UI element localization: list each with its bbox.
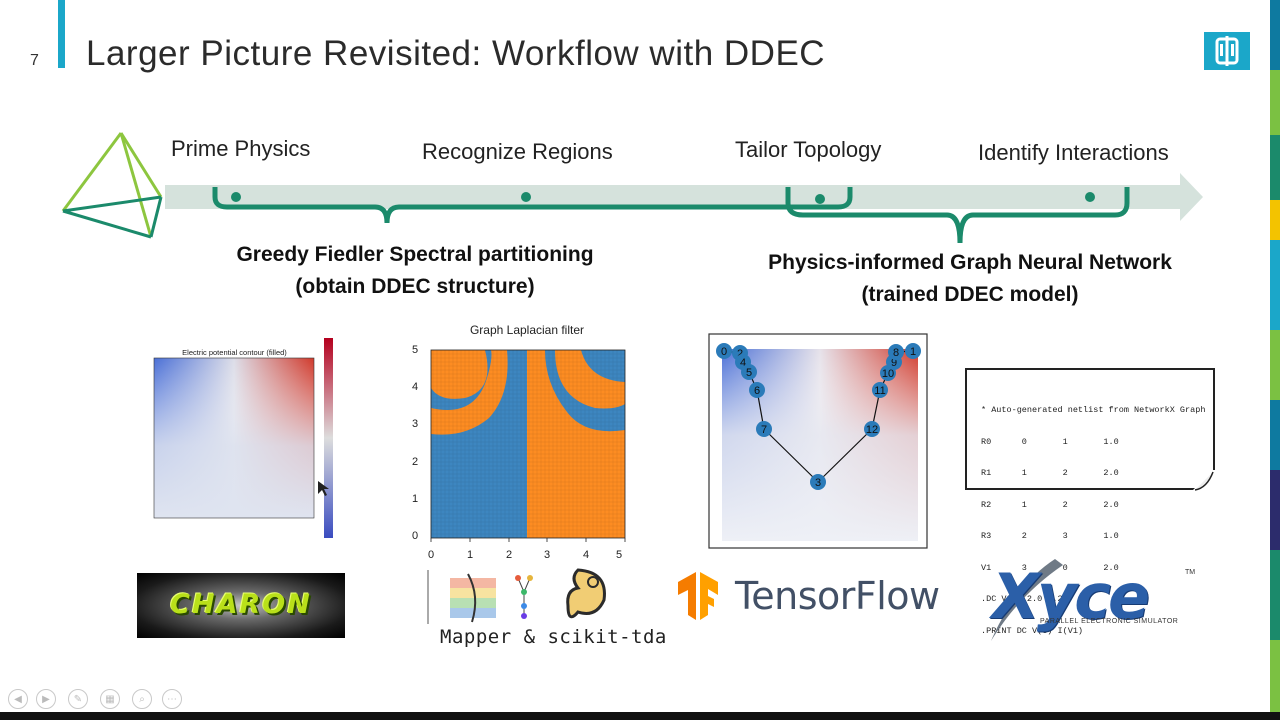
netlist-line: * Auto-generated netlist from NetworkX G… <box>981 405 1206 415</box>
laplacian-x-tick-5: 5 <box>616 549 623 561</box>
pen-tool-button[interactable]: ✎ <box>68 689 88 709</box>
caption-gnn-line2: (trained DDEC model) <box>861 283 1079 306</box>
slide-overview-button[interactable]: ▦ <box>100 689 120 709</box>
graph-node <box>905 343 921 359</box>
stage-tailor-topology: Tailor Topology <box>735 137 882 162</box>
netlist-line: R3 2 3 1.0 <box>981 531 1119 541</box>
netlist-line: R1 1 2 2.0 <box>981 468 1119 478</box>
caption-gnn: Physics-informed Graph Neural Network (t… <box>725 247 1215 311</box>
zoom-button[interactable]: ⌕ <box>132 689 152 709</box>
caption-gnn-line1: Physics-informed Graph Neural Network <box>768 251 1172 274</box>
graph-node <box>864 421 880 437</box>
xyce-trademark: TM <box>1185 569 1196 576</box>
graph-edge <box>763 428 819 483</box>
workflow-arrow-diagram <box>61 132 1203 244</box>
netlist-line: R0 0 1 1.0 <box>981 436 1119 447</box>
graph-node <box>749 382 765 398</box>
laplacian-x-tick-3: 3 <box>544 549 551 561</box>
graph-node <box>888 344 904 360</box>
side-color-strip <box>1270 0 1280 720</box>
laplacian-y-tick-3: 3 <box>412 418 419 430</box>
mapper-scikit-tda-logo <box>427 568 606 624</box>
laplacian-x-tick-4: 4 <box>583 549 590 561</box>
netlist-line: R2 1 2 2.0 <box>981 499 1119 510</box>
graph-node-label: 0 <box>721 346 727 358</box>
spice-netlist: * Auto-generated netlist from NetworkX G… <box>965 368 1215 636</box>
laplacian-y-tick-4: 4 <box>412 381 419 393</box>
charon-logo-text: CHARON <box>170 589 312 620</box>
title-accent-bar <box>58 0 65 68</box>
graph-node <box>756 421 772 437</box>
stage-recognize-regions: Recognize Regions <box>422 139 613 164</box>
laplacian-x-tick-1: 1 <box>467 549 474 561</box>
graph-laplacian-filter-plot <box>430 349 626 542</box>
xyce-wordmark: Xyce <box>992 560 1150 633</box>
tensorflow-icon <box>678 572 718 620</box>
graph-node-label: 12 <box>866 424 878 436</box>
graph-node-label: 6 <box>754 385 760 397</box>
graph-node-label: 1 <box>910 346 916 358</box>
laplacian-x-ticks <box>430 538 626 542</box>
netlist-line: V1 3 0 2.0 <box>981 562 1119 573</box>
brace-spectral <box>212 187 853 224</box>
brace-gnn <box>785 187 1130 244</box>
netlist-page-curl-icon <box>1193 470 1215 492</box>
graph-node-label: 11 <box>874 385 885 397</box>
prev-slide-button[interactable]: ◀ <box>8 689 28 709</box>
graph-node-label: 9 <box>891 357 897 369</box>
stage-dot-identify-interactions <box>1085 192 1095 202</box>
graph-node-label: 10 <box>882 368 894 380</box>
graph-node-label: 8 <box>893 347 899 359</box>
graph-node-label: 5 <box>746 367 752 379</box>
sandia-logo <box>1204 32 1250 70</box>
graph-node-label: 2 <box>737 348 743 360</box>
laplacian-x-tick-2: 2 <box>506 549 513 561</box>
graph-node <box>741 364 757 380</box>
caption-spectral-line2: (obtain DDEC structure) <box>295 275 535 298</box>
more-options-button[interactable]: ⋯ <box>162 689 182 709</box>
electric-potential-contour-plot <box>153 338 333 538</box>
graph-edge <box>817 428 873 483</box>
laplacian-y-tick-0: 0 <box>412 530 419 542</box>
bottom-bar <box>0 712 1280 720</box>
stage-identify-interactions: Identify Interactions <box>978 140 1169 165</box>
slide-number: 7 <box>30 52 39 69</box>
mapper-scikit-tda-label: Mapper & scikit-tda <box>440 626 667 648</box>
charon-logo: CHARON <box>137 573 345 638</box>
graph-node <box>810 474 826 490</box>
stage-prime-physics: Prime Physics <box>171 136 311 161</box>
contour-plot-title: Electric potential contour (filled) <box>182 348 287 357</box>
sandia-thunderbird-icon <box>1215 36 1239 66</box>
next-slide-button[interactable]: ▶ <box>36 689 56 709</box>
stage-dot-tailor-topology <box>815 194 825 204</box>
tetrahedron-icon <box>61 132 163 239</box>
tensorflow-wordmark: TensorFlow <box>735 574 940 618</box>
laplacian-y-tick-1: 1 <box>412 493 419 505</box>
laplacian-plot-title: Graph Laplacian filter <box>469 323 585 337</box>
graph-node <box>716 343 732 359</box>
stage-dot-recognize-regions <box>521 192 531 202</box>
laplacian-x-tick-0: 0 <box>428 549 435 561</box>
laplacian-y-tick-2: 2 <box>412 456 419 468</box>
xyce-swoosh-icon <box>991 559 1063 641</box>
slide-title: Larger Picture Revisited: Workflow with … <box>86 34 826 73</box>
laplacian-y-tick-5: 5 <box>412 344 419 356</box>
graph-node-label: 3 <box>815 477 821 489</box>
graph-node <box>872 382 888 398</box>
caption-spectral-line1: Greedy Fiedler Spectral partitioning <box>236 243 594 266</box>
graph-node-label: 4 <box>740 357 746 369</box>
stage-dot-prime-physics <box>231 192 241 202</box>
xyce-subtitle: PARALLEL ELECTRONIC SIMULATOR <box>1040 618 1179 625</box>
graph-node-label: 7 <box>761 424 767 436</box>
caption-spectral-partitioning: Greedy Fiedler Spectral partitioning (ob… <box>190 239 640 303</box>
